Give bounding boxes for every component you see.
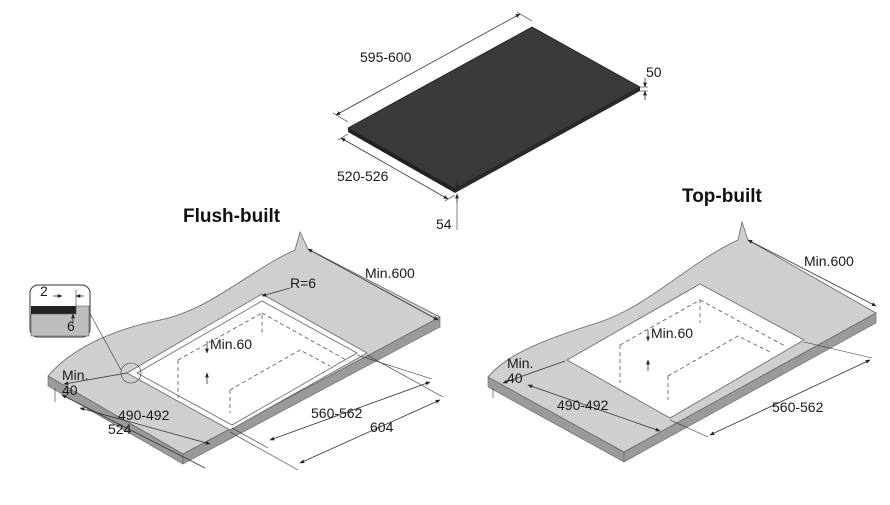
flush-radius-label: R=6 (290, 275, 316, 291)
flush-dimensions (54, 248, 444, 471)
top-cut-depth-label: 490-492 (557, 397, 609, 413)
flush-min-depth-label: Min.60 (210, 336, 252, 352)
flush-recess-width-label: 604 (370, 419, 394, 435)
top-cut-width-label: 560-562 (772, 399, 824, 415)
hob-height-edge-label: 54 (436, 216, 452, 232)
flush-min-front-label: Min. (62, 367, 88, 383)
flush-built-title: Flush-built (183, 206, 281, 227)
top-min-front-value: 40 (507, 370, 523, 386)
flush-edge-detail (29, 284, 91, 338)
top-min-depth-label: Min.60 (651, 325, 693, 341)
flush-recess-depth-label: 524 (108, 421, 132, 437)
flush-min-front-value: 40 (62, 382, 78, 398)
top-min-back-label: Min.600 (804, 253, 854, 269)
hob-width-label: 595-600 (360, 49, 412, 65)
flush-detail-gap-label: 2 (40, 283, 48, 299)
top-dimensions (492, 239, 877, 438)
hob-illustration (332, 11, 648, 230)
top-min-front-label: Min. (507, 355, 533, 371)
top-built-title: Top-built (682, 186, 763, 207)
hob-depth-label: 520-526 (337, 168, 389, 184)
hob-height-total-label: 50 (646, 64, 662, 80)
flush-cut-width-label: 560-562 (311, 405, 363, 421)
hob-glass-side-right (455, 87, 640, 193)
flush-min-back-label: Min.600 (365, 265, 415, 281)
flush-cut-depth-label: 490-492 (118, 407, 170, 423)
flush-detail-depth-label: 6 (67, 318, 75, 334)
